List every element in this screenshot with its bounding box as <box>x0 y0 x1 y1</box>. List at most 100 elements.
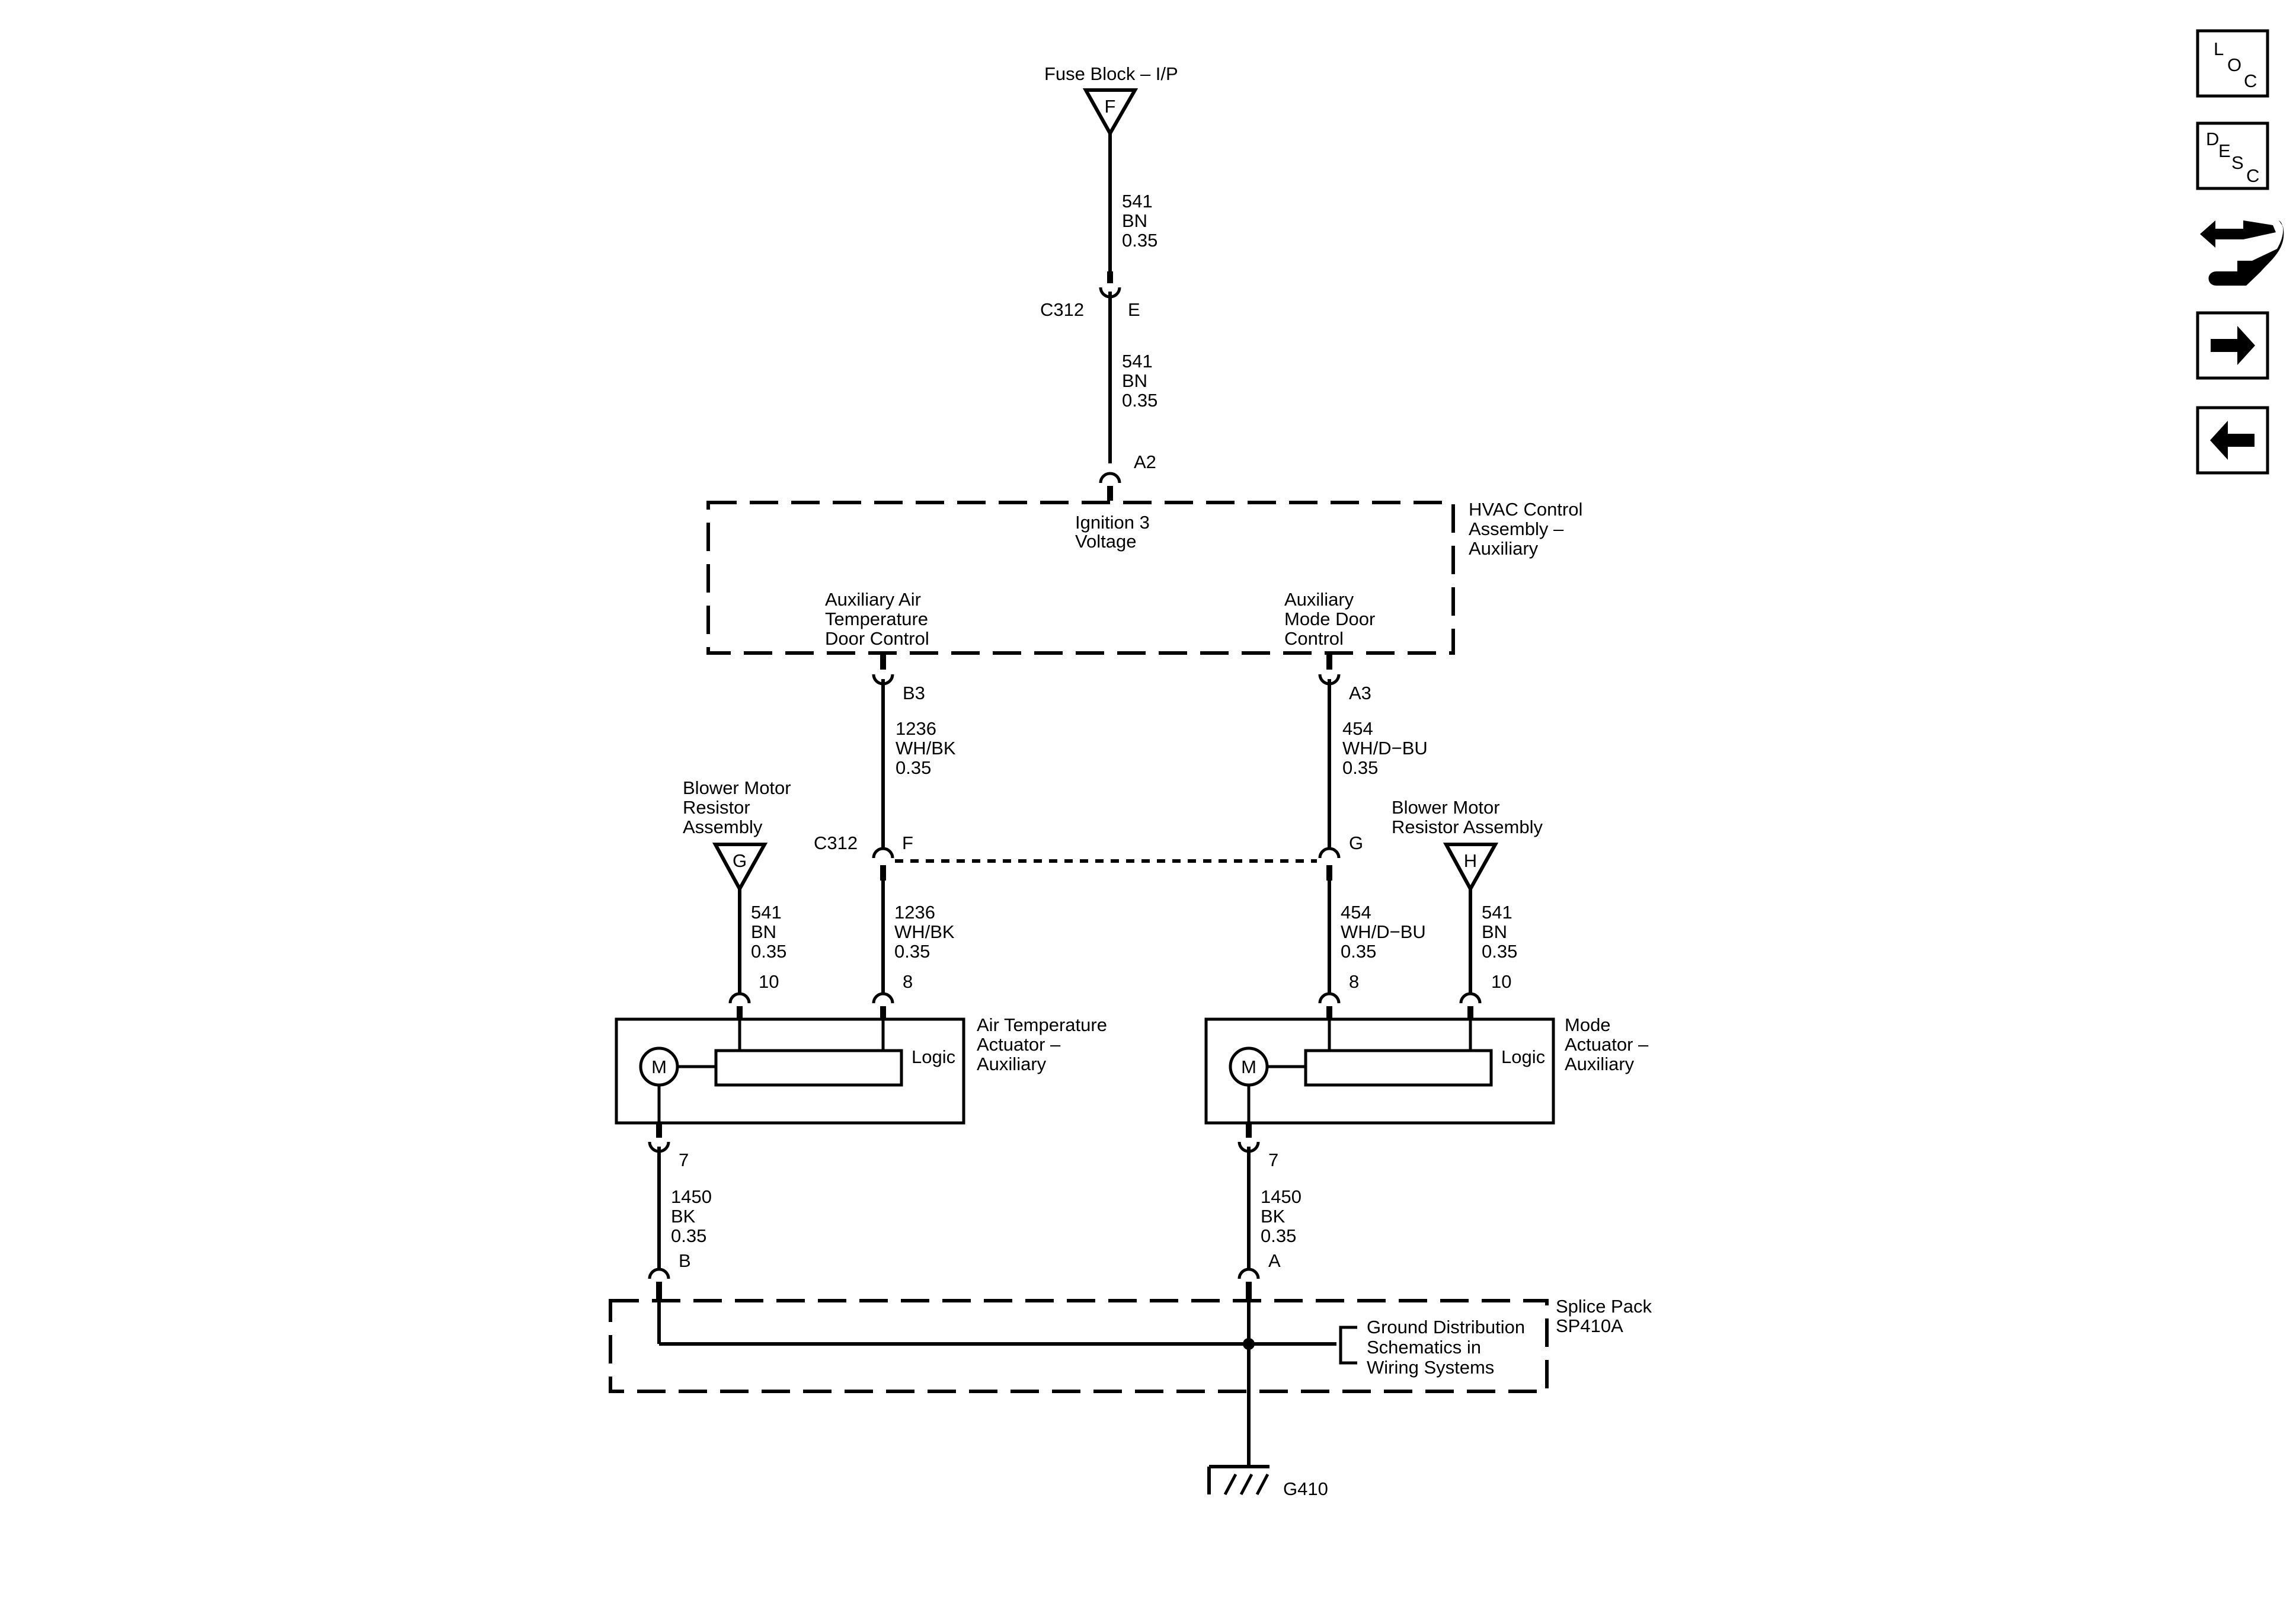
blower-left-terminal-triangle <box>712 843 768 893</box>
wire-color: BN <box>1122 370 1147 391</box>
pin-label-8: 8 <box>903 971 913 992</box>
connector-plug-icon <box>2208 220 2284 286</box>
ground-g410: G410 <box>1207 1465 1328 1499</box>
wire-color: BN <box>751 921 776 942</box>
wire-label-blower-left: 541 BN 0.35 <box>751 902 786 962</box>
hvac-control-assembly: Ignition 3 Voltage Auxiliary Air Tempera… <box>706 499 1582 655</box>
blower-resistor-right: Blower Motor Resistor Assembly H <box>1392 797 1543 893</box>
wire-color: BN <box>1122 210 1147 231</box>
connector-cup <box>648 1267 670 1279</box>
connector-pin-label: E <box>1128 299 1140 320</box>
mode-actuator-pins-upper: 8 10 <box>1318 971 1511 1019</box>
air-temp-actuator-name-3: Auxiliary <box>977 1054 1047 1074</box>
desc-c: C <box>2246 165 2259 186</box>
wire-circuit: 541 <box>1122 351 1153 372</box>
blower-right-terminal-letter: H <box>1464 850 1477 871</box>
blower-left-label-3: Assembly <box>683 817 763 837</box>
pin-label: B <box>679 1250 691 1271</box>
wire-color: WH/D−BU <box>1342 738 1428 758</box>
arrow-right-icon <box>2211 326 2255 365</box>
nav-loc-button[interactable]: L O C <box>2196 29 2269 98</box>
connector-c312-f-g: C312 F G <box>814 833 1363 881</box>
wire-label-air-temp-lower: 1236 WH/BK 0.35 <box>894 902 955 962</box>
wire-circuit: 541 <box>1482 902 1512 923</box>
mode-control-label-1: Auxiliary <box>1284 589 1354 610</box>
wire-label-ground-left: 1450 BK 0.35 <box>671 1186 712 1246</box>
ground-label: G410 <box>1283 1478 1328 1499</box>
pin-label: 7 <box>1268 1150 1278 1170</box>
air-temp-control-label-2: Temperature <box>825 609 928 629</box>
connector-pin-f-label: F <box>902 833 913 853</box>
ground-ref-line-1: Ground Distribution <box>1367 1317 1525 1337</box>
reference-bracket <box>1339 1326 1357 1365</box>
wire-gauge: 0.35 <box>1482 941 1517 962</box>
ground-ref-line-2: Schematics in <box>1367 1337 1481 1358</box>
hvac-name-3: Auxiliary <box>1469 538 1539 559</box>
ground-ref-line-3: Wiring Systems <box>1367 1357 1494 1378</box>
connector-pin-g-label: G <box>1349 833 1363 853</box>
logic-block <box>1304 1049 1493 1087</box>
nav-connector-icon[interactable] <box>2200 220 2284 286</box>
hvac-name-1: HVAC Control <box>1469 499 1582 520</box>
connector-cup <box>1099 472 1121 484</box>
pin-label-10: 10 <box>1491 971 1511 992</box>
mode-actuator-box <box>1204 1017 1555 1125</box>
nav-forward-button[interactable] <box>2196 311 2269 380</box>
motor-letter: M <box>651 1057 667 1077</box>
mode-actuator-name-2: Actuator – <box>1565 1034 1649 1055</box>
blower-right-label-1: Blower Motor <box>1392 797 1500 818</box>
wire-color: WH/BK <box>896 738 956 758</box>
wire-label-mode-upper: 454 WH/D−BU 0.35 <box>1342 718 1428 778</box>
blower-left-terminal-letter: G <box>733 850 747 871</box>
wire-gauge: 0.35 <box>1341 941 1376 962</box>
wire-label-ground-right: 1450 BK 0.35 <box>1261 1186 1302 1246</box>
wire-label-mode-lower: 454 WH/D−BU 0.35 <box>1341 902 1426 962</box>
blower-right-terminal-triangle <box>1443 843 1499 893</box>
ground-distribution-reference: Ground Distribution Schematics in Wiring… <box>1339 1317 1525 1378</box>
mode-actuator-name-3: Auxiliary <box>1565 1054 1635 1074</box>
wire-gauge: 0.35 <box>1261 1225 1296 1246</box>
blower-resistor-left: Blower Motor Resistor Assembly G <box>683 777 791 893</box>
motor-letter: M <box>1241 1057 1256 1077</box>
air-temp-actuator-name-2: Actuator – <box>977 1034 1061 1055</box>
splice-pack-name-2: SP410A <box>1556 1315 1623 1336</box>
connector-cup <box>1318 992 1341 1004</box>
mode-actuator-pin-7: 7 <box>1237 1124 1278 1170</box>
air-temp-control-label-1: Auxiliary Air <box>825 589 921 610</box>
nav-back-button[interactable] <box>2196 406 2269 475</box>
loc-button-frame <box>2196 29 2269 98</box>
mode-control-label-2: Mode Door <box>1284 609 1375 629</box>
loc-c: C <box>2244 71 2257 91</box>
fuse-block: Fuse Block – I/P F <box>1044 63 1178 137</box>
ignition-label-2: Voltage <box>1075 531 1136 552</box>
connector-cup <box>1237 1267 1260 1279</box>
pin-label: A2 <box>1134 452 1156 472</box>
logic-label: Logic <box>912 1046 955 1067</box>
pin-label: 7 <box>679 1150 689 1170</box>
pin-label: A3 <box>1349 683 1371 703</box>
air-temp-actuator-box <box>615 1017 965 1125</box>
air-temp-actuator: Logic M Air Temperature Actuator – Auxil… <box>615 1014 1107 1125</box>
mode-control-label-3: Control <box>1284 628 1344 649</box>
desc-e: E <box>2218 140 2231 161</box>
wire-circuit: 541 <box>1122 191 1153 212</box>
wire-circuit: 454 <box>1342 718 1373 739</box>
splice-pack-name-1: Splice Pack <box>1556 1296 1652 1317</box>
wire-label-blower-right: 541 BN 0.35 <box>1482 902 1517 962</box>
pin-label: A <box>1268 1250 1281 1271</box>
wire-color: BN <box>1482 921 1507 942</box>
ground-hatch <box>1239 1473 1253 1496</box>
connector-name: C312 <box>1040 299 1084 320</box>
wire-gauge: 0.35 <box>894 941 930 962</box>
mode-actuator: Logic M Mode Actuator – Auxiliary <box>1204 1014 1649 1125</box>
pin-a3: A3 <box>1318 654 1371 703</box>
wire-circuit: 1450 <box>1261 1186 1302 1207</box>
logic-label: Logic <box>1501 1046 1545 1067</box>
wire-label-supply-mid: 541 BN 0.35 <box>1122 351 1157 411</box>
connector-c312-e: C312 E <box>1040 271 1140 320</box>
splice-pack: Splice Pack SP410A <box>609 1296 1652 1393</box>
nav-desc-button[interactable]: D E S C <box>2196 121 2269 190</box>
logic-block <box>714 1049 903 1087</box>
connector-cup-f <box>872 847 894 859</box>
splice-pin-a: A <box>1237 1250 1281 1299</box>
